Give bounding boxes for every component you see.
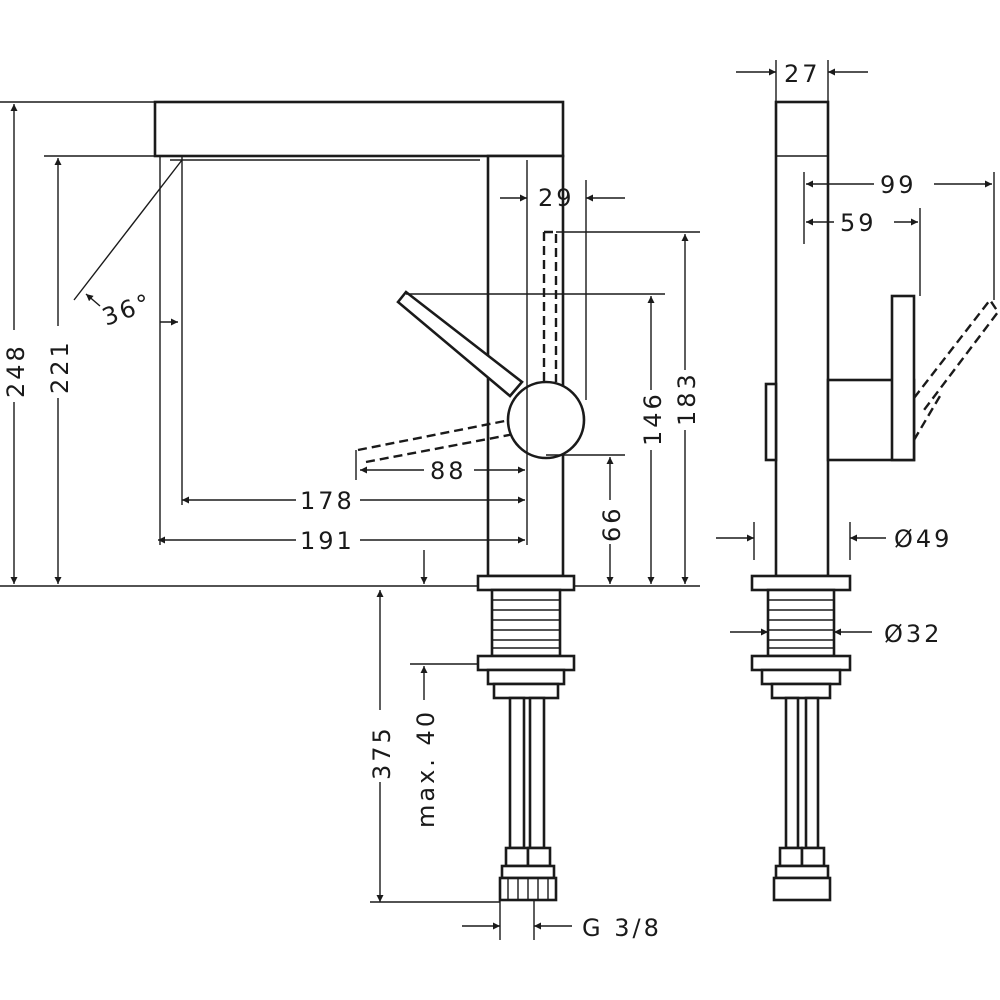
- lever-open-position: [542, 230, 558, 382]
- label-59: 59: [840, 209, 877, 237]
- lever-hub: [506, 380, 586, 460]
- label-375: 375: [368, 725, 396, 780]
- label-27: 27: [784, 60, 821, 88]
- label-29: 29: [538, 184, 575, 212]
- label-183: 183: [673, 371, 701, 426]
- label-36deg: 36°: [98, 288, 156, 332]
- supply-hoses: [498, 696, 558, 902]
- label-g-3-8: G 3/8: [582, 914, 662, 942]
- label-d32: Ø32: [884, 620, 942, 648]
- spout-block: [153, 100, 565, 158]
- thread-shank: [490, 588, 562, 658]
- label-max-40: max. 40: [412, 709, 440, 828]
- side-view: [750, 100, 1000, 902]
- label-88: 88: [430, 457, 467, 485]
- side-lever-open: [913, 297, 1000, 411]
- label-178: 178: [300, 487, 355, 515]
- label-d49: Ø49: [894, 525, 952, 553]
- label-248: 248: [2, 343, 30, 398]
- label-221: 221: [46, 339, 74, 394]
- label-191: 191: [300, 527, 355, 555]
- dimension-labels: 248 221 36° 178 191 88 29 66 146 183 375…: [2, 60, 952, 942]
- label-146: 146: [639, 391, 667, 446]
- side-body: [774, 100, 830, 578]
- label-66: 66: [598, 505, 626, 542]
- lever-down-position: [357, 416, 526, 464]
- lever-handle: [396, 290, 524, 398]
- label-99: 99: [880, 171, 917, 199]
